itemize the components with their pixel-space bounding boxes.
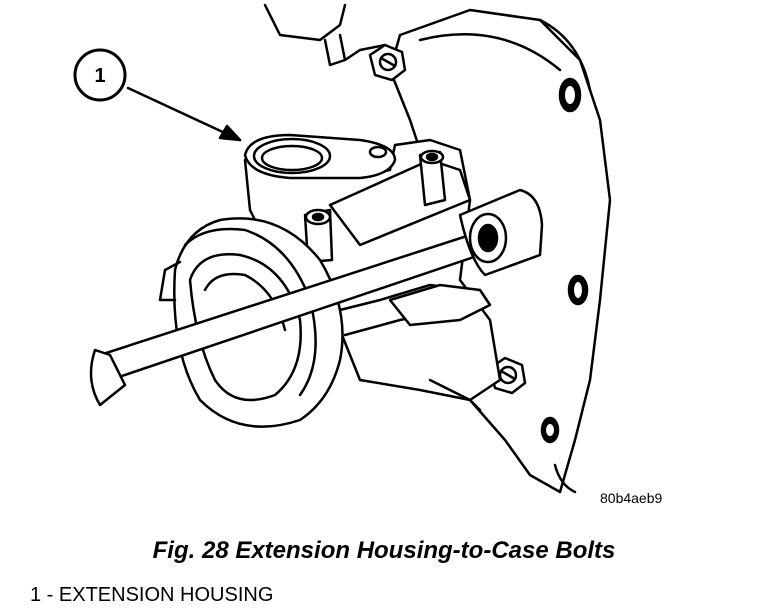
legend-item: 1 - EXTENSION HOUSING: [30, 584, 274, 606]
callout-leader-arrow: [126, 86, 242, 142]
upper-linkage: [263, 3, 387, 67]
extension-housing-illustration: 1: [73, 3, 612, 494]
callout-1: [73, 48, 127, 102]
extension-bar-tool: [89, 188, 544, 407]
figure-caption: Fig. 28 Extension Housing-to-Case Bolts: [152, 537, 616, 564]
callout-number: 1: [94, 65, 105, 87]
figure-reference-code: 80b4aeb9: [600, 490, 663, 506]
upper-bolt: [368, 43, 407, 82]
